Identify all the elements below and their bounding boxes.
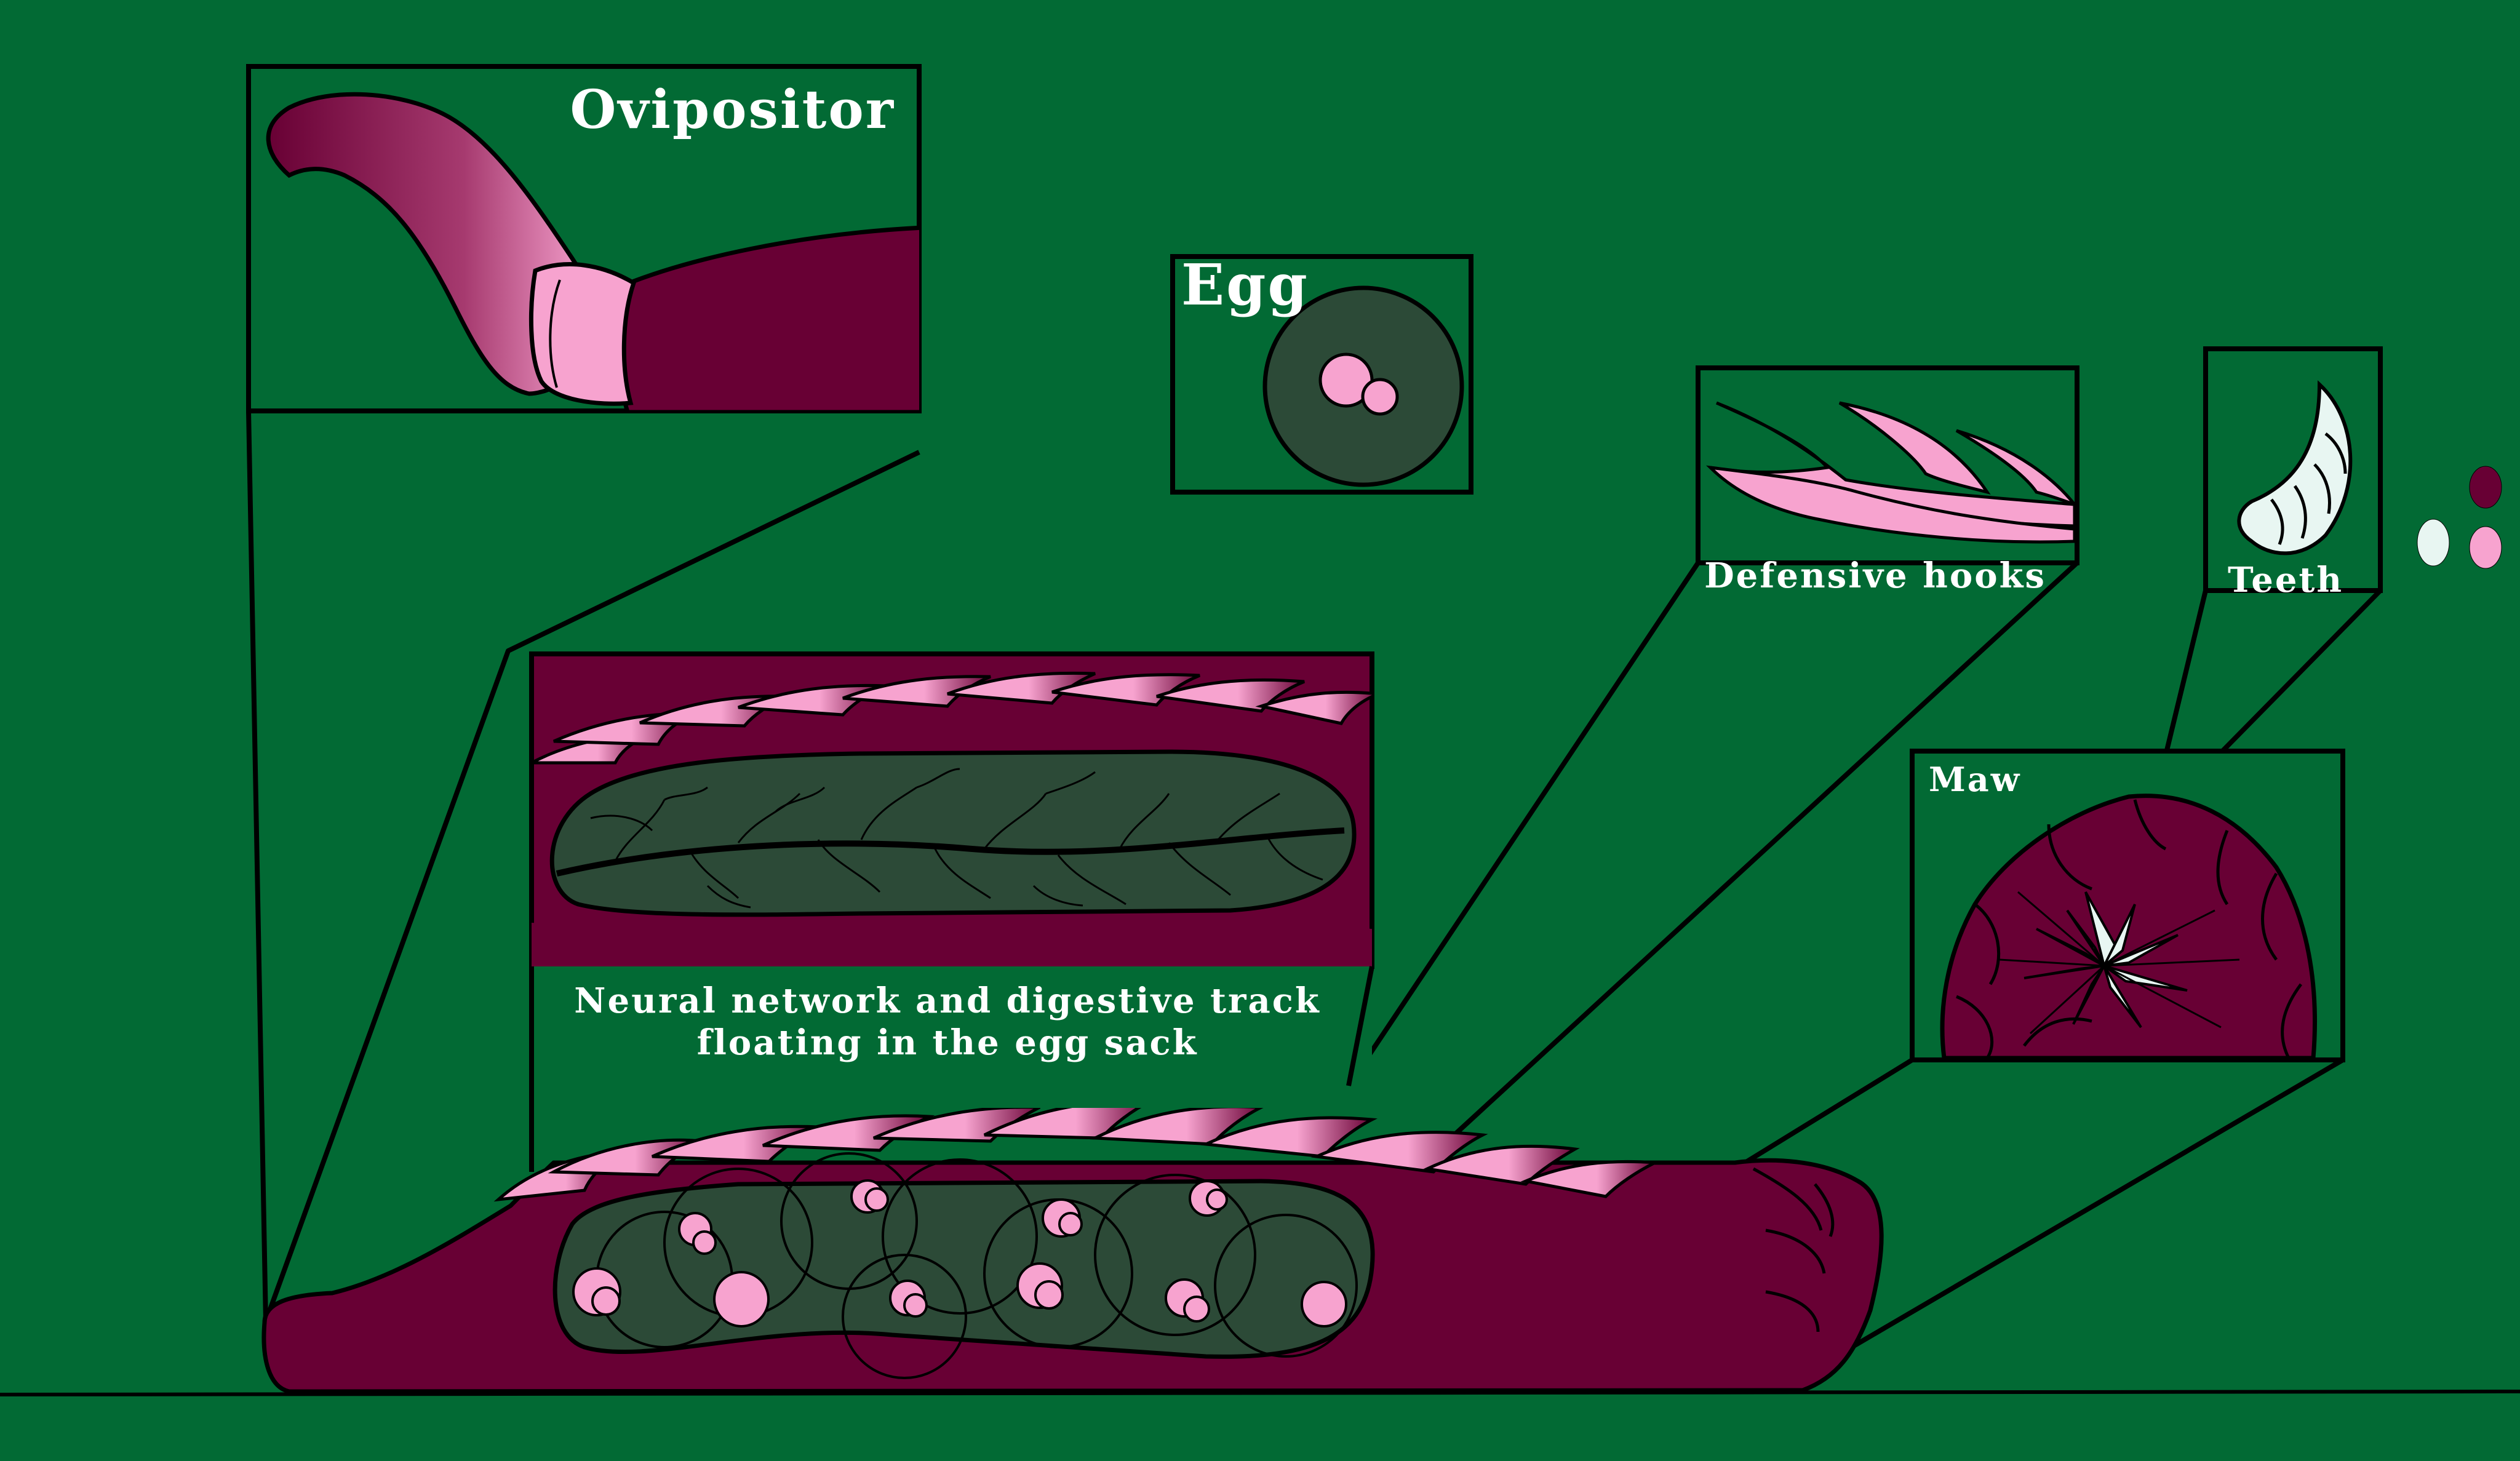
maw-teeth xyxy=(2024,891,2188,1029)
maw-panel: Maw xyxy=(1910,749,2345,1062)
color-swatches xyxy=(2417,466,2502,569)
ground-line xyxy=(0,1390,2520,1396)
back-hooks xyxy=(493,1099,1661,1202)
callout-lines xyxy=(246,410,2382,1393)
neural-caption-line1: Neural network and digestive track xyxy=(574,981,1320,1021)
ovipositor-label: Ovipositor xyxy=(570,79,895,141)
ovipositor-panel: Ovipositor xyxy=(246,64,922,413)
maw-label: Maw xyxy=(1929,760,2021,799)
egg-panel: Egg xyxy=(1170,252,1473,495)
teeth-panel: Teeth xyxy=(2203,346,2383,600)
swatch-pink xyxy=(2469,526,2502,569)
swatch-flesh xyxy=(2469,466,2502,509)
neural-panel: Neural network and digestive track float… xyxy=(529,651,1374,1108)
teeth-label: Teeth xyxy=(2228,560,2343,600)
egg-label: Egg xyxy=(1181,252,1309,318)
creature-body xyxy=(261,1099,1884,1394)
neural-caption-line2: floating in the egg sack xyxy=(697,1022,1198,1063)
swatch-tooth xyxy=(2417,519,2450,567)
tooth-icon xyxy=(2237,380,2353,555)
defensive-hooks-label: Defensive hooks xyxy=(1704,555,2046,596)
defensive-hooks-panel: Defensive hooks xyxy=(1696,365,2079,596)
